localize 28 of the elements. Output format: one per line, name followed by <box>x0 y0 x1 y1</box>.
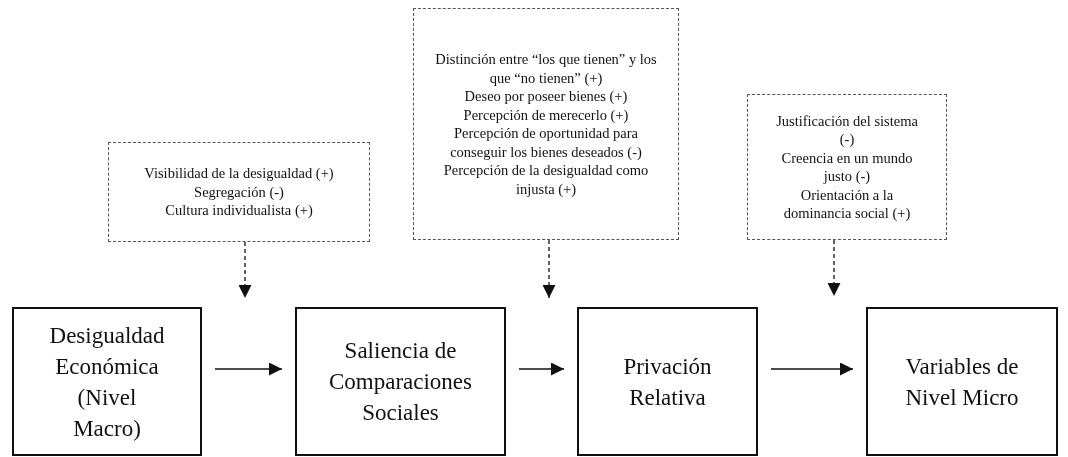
note-text: Percepción de merecerlo (+) <box>462 105 630 124</box>
process-box <box>295 307 506 456</box>
note-text: Orientación a la dominancia social (+) <box>782 185 912 223</box>
note-text: Cultura individualista (+) <box>164 201 314 220</box>
box-label: Variables de Nivel Micro <box>904 352 1020 412</box>
process-box <box>577 307 758 456</box>
box-label: Privación Relativa <box>622 352 713 412</box>
note-text: Visibilidad de la desigualdad (+) <box>143 164 335 183</box>
annotation-box <box>747 94 947 240</box>
box-label: Desigualdad Económica (Nivel Macro) <box>48 321 166 443</box>
note-text: Percepción de la desigualdad como injusta (+) <box>442 161 650 198</box>
annotation-box <box>413 8 679 240</box>
dashed-arrow <box>238 241 252 299</box>
arrow <box>214 362 283 376</box>
note-text: Percepción de oportunidad para conseguir los bienes deseados (-) <box>449 124 643 161</box>
dashed-arrow <box>827 239 841 297</box>
note-text: Deseo por poseer bienes (+) <box>463 87 629 106</box>
process-box <box>12 307 202 456</box>
note-text: Segregación (-) <box>193 182 285 202</box>
note-text: Distinción entre “los que tienen” y los que “no tienen” (+) <box>435 50 657 87</box>
arrow <box>518 362 565 376</box>
note-text: Justificación del sistema (-) <box>775 111 919 149</box>
box-label: Saliencia de Comparaciones Sociales <box>327 337 474 427</box>
annotation-box <box>108 142 370 242</box>
process-box <box>866 307 1058 456</box>
note-text: Creencia en un mundo justo (-) <box>780 148 914 186</box>
arrow <box>770 362 854 376</box>
dashed-arrow <box>542 239 556 299</box>
